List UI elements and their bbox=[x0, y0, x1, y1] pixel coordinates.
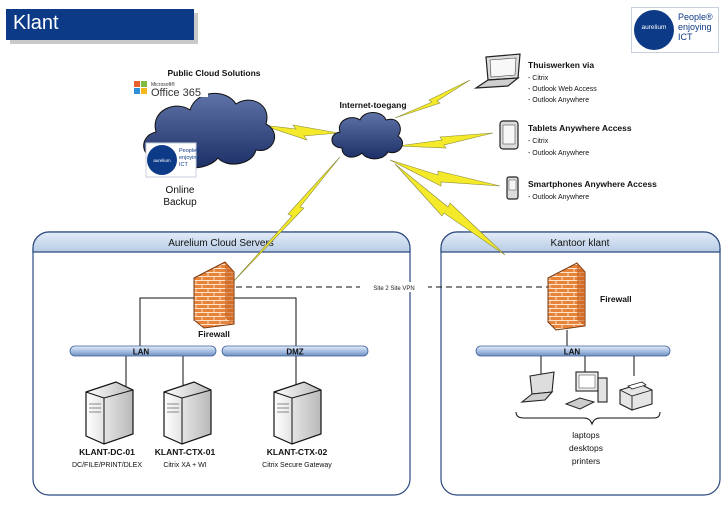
remote-phone-title: Smartphones Anywhere Access bbox=[528, 179, 657, 189]
logo-tagline-1: People® bbox=[678, 12, 713, 22]
server-ctx01: KLANT-CTX-01 Citrix XA + WI bbox=[155, 381, 216, 469]
public-cloud: Public Cloud Solutions Microsoft® Office… bbox=[132, 68, 276, 208]
remote-phone-item-1: - Outlook Anywhere bbox=[528, 194, 589, 201]
office365-small: Microsoft® bbox=[151, 81, 175, 88]
cloud-firewall-label: Firewall bbox=[198, 329, 230, 339]
logo-tagline: People® enjoying ICT bbox=[678, 12, 718, 42]
phone-device: Smartphones Anywhere Access - Outlook An… bbox=[506, 176, 657, 201]
office-printer bbox=[619, 381, 653, 411]
office-device-printers: printers bbox=[572, 456, 600, 466]
link-tablet-internet bbox=[397, 132, 494, 149]
tablet-device: Tablets Anywhere Access - Citrix - Outlo… bbox=[499, 120, 632, 157]
office365-word: Office 365 bbox=[151, 87, 201, 99]
remote-tablet-item-2: - Outlook Anywhere bbox=[528, 150, 589, 157]
cloud-lan-label: LAN bbox=[133, 348, 150, 357]
office-lan-bar: LAN bbox=[475, 345, 671, 357]
logo-disc: aurelium bbox=[634, 10, 674, 50]
office-devices-brace bbox=[515, 411, 661, 426]
remote-laptop-item-3: - Outlook Anywhere bbox=[528, 97, 589, 104]
link-laptop-internet bbox=[394, 79, 471, 119]
wan-links bbox=[231, 79, 506, 284]
server-dc01-name: KLANT-DC-01 bbox=[79, 447, 135, 457]
vpn-label: Site 2 Site VPN bbox=[373, 286, 414, 292]
internet-cloud: Internet-toegang bbox=[331, 100, 407, 160]
aurelium-logo: aurelium People® enjoying ICT bbox=[631, 7, 719, 53]
server-ctx02: KLANT-CTX-02 Citrix Secure Gateway bbox=[262, 381, 332, 469]
remote-tablet-item-1: - Citrix bbox=[528, 138, 549, 145]
badge-tagline-1: People® bbox=[179, 147, 200, 154]
server-ctx01-name: KLANT-CTX-01 bbox=[155, 447, 216, 457]
office-device-laptops: laptops bbox=[572, 430, 599, 440]
cloud-servers-title: Aurelium Cloud Servers bbox=[168, 238, 274, 249]
server-dc01-desc: DC/FILE/PRINT/DLEX bbox=[72, 462, 142, 469]
dmz-label: DMZ bbox=[286, 348, 303, 357]
badge-tagline-2: enjoying bbox=[179, 155, 200, 161]
dmz-bar: DMZ bbox=[221, 345, 369, 357]
backup-label-1: Online bbox=[166, 185, 195, 196]
office-device-desktops: desktops bbox=[569, 443, 603, 453]
link-internet-officefw bbox=[394, 163, 506, 256]
site-vpn: Site 2 Site VPN bbox=[236, 282, 548, 292]
office-panel: Kantoor klant bbox=[440, 231, 721, 496]
office-title: Kantoor klant bbox=[551, 238, 610, 249]
server-ctx02-desc: Citrix Secure Gateway bbox=[262, 462, 332, 469]
remote-laptop-item-2: - Outlook Web Access bbox=[528, 86, 597, 93]
badge-name: aurelium bbox=[153, 158, 171, 163]
internet-label: Internet-toegang bbox=[339, 100, 406, 110]
logo-tagline-2: enjoying bbox=[678, 22, 712, 32]
server-dc01: KLANT-DC-01 DC/FILE/PRINT/DLEX bbox=[72, 381, 142, 469]
office-firewall-icon: Firewall bbox=[547, 262, 632, 331]
aurelium-badge: aurelium People® enjoying ICT bbox=[145, 142, 200, 178]
public-cloud-title: Public Cloud Solutions bbox=[167, 68, 260, 78]
server-ctx01-desc: Citrix XA + WI bbox=[163, 462, 206, 469]
cloud-lan-bar: LAN bbox=[69, 345, 217, 357]
office-device-lines bbox=[540, 356, 635, 376]
link-phone-internet bbox=[389, 159, 501, 187]
page-title: Klant bbox=[13, 12, 59, 34]
title-box: Klant bbox=[6, 9, 194, 40]
office-lan-label: LAN bbox=[564, 348, 581, 357]
remote-tablet-title: Tablets Anywhere Access bbox=[528, 123, 632, 133]
logo-tagline-3: ICT bbox=[678, 32, 693, 42]
office-laptop bbox=[520, 371, 555, 403]
logo-name: aurelium bbox=[641, 24, 667, 31]
office-firewall-label: Firewall bbox=[600, 294, 632, 304]
remote-laptop-title: Thuiswerken via bbox=[528, 60, 594, 70]
backup-label-2: Backup bbox=[163, 197, 197, 208]
server-ctx02-name: KLANT-CTX-02 bbox=[267, 447, 328, 457]
office-desktop bbox=[564, 371, 608, 410]
badge-tagline-3: ICT bbox=[179, 162, 189, 168]
cloud-firewall-icon: Firewall bbox=[193, 261, 235, 339]
office365-logo: Microsoft® Office 365 bbox=[134, 81, 201, 99]
remote-laptop-item-1: - Citrix bbox=[528, 75, 549, 82]
laptop-device: Thuiswerken via - Citrix - Outlook Web A… bbox=[473, 53, 597, 104]
